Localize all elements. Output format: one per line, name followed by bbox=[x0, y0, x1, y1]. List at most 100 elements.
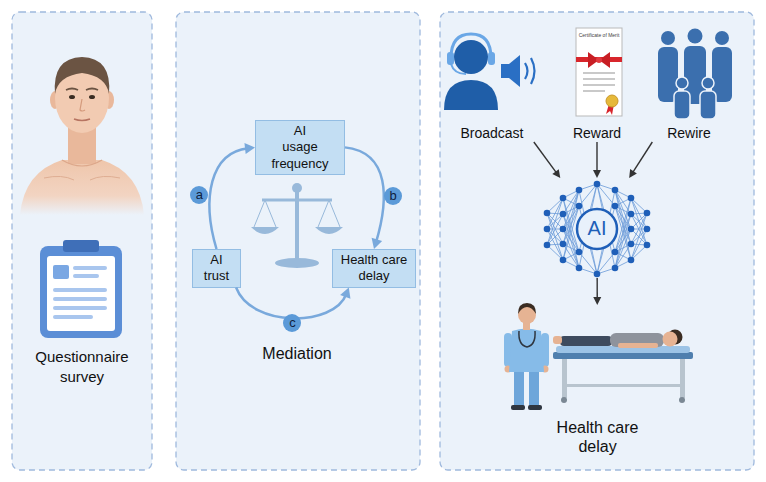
node-label: Health care delay bbox=[335, 252, 413, 285]
outcome-box: Health care delay bbox=[332, 249, 416, 288]
network-link bbox=[563, 244, 579, 268]
respondent-bust-part bbox=[69, 95, 75, 99]
network-neuron bbox=[612, 203, 619, 210]
connector-line bbox=[534, 142, 557, 173]
network-link bbox=[615, 244, 631, 268]
connector-line bbox=[345, 147, 384, 242]
ai-network: AI bbox=[542, 178, 652, 278]
network-neuron bbox=[560, 195, 567, 202]
certificate-icon-art-part bbox=[596, 57, 602, 63]
family-icon-art bbox=[658, 29, 732, 120]
path-letter: c bbox=[283, 314, 301, 332]
network-neuron bbox=[544, 226, 551, 233]
doctor-figure-part bbox=[518, 303, 536, 314]
balance-scale-part bbox=[295, 186, 299, 261]
certificate-title: Certificate of Merit bbox=[569, 33, 629, 38]
neural-network-art bbox=[544, 181, 651, 278]
patient-figure bbox=[553, 330, 683, 349]
network-neuron bbox=[560, 211, 567, 218]
connector-line bbox=[596, 142, 597, 172]
broadcast-icon-art-part bbox=[454, 40, 488, 74]
respondent-bust-part bbox=[66, 89, 98, 91]
questionnaire-clipboard-part bbox=[63, 240, 99, 252]
network-neuron bbox=[576, 203, 583, 210]
network-neuron bbox=[644, 210, 651, 217]
patient-figure-part bbox=[663, 332, 678, 347]
connector bbox=[593, 142, 601, 178]
respondent-bust-part bbox=[55, 57, 110, 94]
exam-table bbox=[553, 346, 693, 403]
strategy-icon: Rewire bbox=[648, 28, 730, 142]
network-neuron bbox=[628, 257, 635, 264]
family-icon-art-part bbox=[674, 91, 690, 119]
questionnaire-clipboard-part bbox=[53, 288, 107, 292]
connector-line bbox=[210, 148, 249, 249]
broadcast-icon-art-part bbox=[444, 80, 498, 110]
network-neuron bbox=[644, 226, 651, 233]
panel-frame bbox=[176, 12, 420, 470]
network-neuron bbox=[644, 242, 651, 249]
patient-figure-part bbox=[610, 333, 664, 347]
broadcast-icon-art-part bbox=[447, 52, 454, 65]
connector-line bbox=[633, 142, 653, 173]
certificate-icon-art bbox=[576, 28, 622, 116]
broadcast-icon-art-part bbox=[488, 52, 495, 65]
network-neuron bbox=[628, 226, 635, 233]
broadcast-icon-art-part bbox=[451, 64, 466, 74]
network-link bbox=[631, 213, 647, 260]
broadcast-icon-art bbox=[444, 34, 535, 110]
network-links bbox=[547, 184, 647, 274]
ai-core-ring bbox=[577, 209, 617, 249]
doctor-figure-part bbox=[511, 405, 525, 410]
questionnaire-clipboard-part bbox=[47, 256, 115, 331]
certificate-icon-art-part bbox=[583, 78, 615, 80]
network-neuron bbox=[628, 241, 635, 248]
doctor-figure-part bbox=[529, 368, 539, 408]
network-neuron bbox=[560, 226, 567, 233]
respondent-bust-part bbox=[20, 160, 144, 215]
balance-scale-part bbox=[262, 199, 332, 202]
connector bbox=[593, 278, 601, 305]
exam-table-part bbox=[562, 384, 685, 387]
balance-scale-part bbox=[292, 183, 302, 193]
exam-table-part bbox=[680, 358, 685, 398]
arrow-head bbox=[593, 170, 601, 178]
certificate-icon-art-part bbox=[583, 84, 615, 86]
family-icon-art-part bbox=[688, 29, 703, 44]
doctor-figure bbox=[504, 303, 549, 410]
arrow-head bbox=[372, 238, 383, 249]
doctor-figure-part bbox=[509, 329, 544, 373]
network-neurons bbox=[544, 181, 651, 278]
network-neuron bbox=[560, 241, 567, 248]
patient-figure-part bbox=[553, 336, 562, 344]
questionnaire-clipboard-part bbox=[53, 315, 93, 319]
network-neuron bbox=[576, 249, 583, 256]
family-icon-art-part bbox=[702, 77, 714, 89]
questionnaire-clipboard-part bbox=[53, 265, 69, 279]
network-link bbox=[631, 198, 647, 245]
panel-caption: Mediation bbox=[237, 343, 357, 364]
panel-caption: Questionnaire survey bbox=[22, 347, 142, 387]
network-neuron bbox=[594, 181, 601, 188]
connector bbox=[210, 143, 255, 249]
network-neuron bbox=[544, 242, 551, 249]
respondent-bust-part bbox=[62, 160, 102, 166]
panel-frame bbox=[440, 12, 754, 470]
certificate-icon-art-part bbox=[583, 90, 605, 92]
exam-table-part bbox=[561, 397, 567, 403]
questionnaire-clipboard-part bbox=[73, 274, 99, 278]
doctor-figure-part bbox=[514, 368, 524, 408]
certificate-icon-art-part bbox=[588, 52, 610, 68]
connector bbox=[629, 142, 652, 178]
network-neuron bbox=[576, 265, 583, 272]
respondent-bust-part bbox=[89, 95, 95, 99]
broadcast-icon-art-part bbox=[501, 64, 509, 78]
care-scene: Health care delay bbox=[500, 305, 695, 456]
network-neuron bbox=[612, 187, 619, 194]
questionnaire-clipboard-part bbox=[40, 246, 122, 338]
path-letter: a bbox=[190, 186, 208, 204]
panel-frames bbox=[12, 12, 754, 470]
